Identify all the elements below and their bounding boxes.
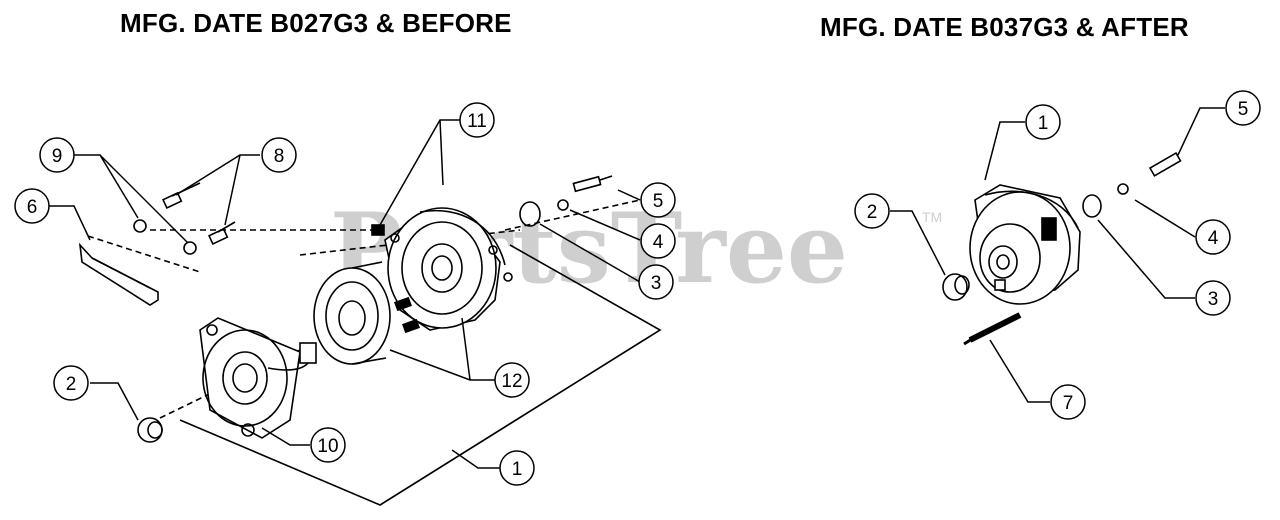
left-assembly [78, 175, 662, 506]
spring-part [371, 224, 385, 236]
assembly-bracket-line [179, 244, 662, 506]
callout-right-3: 3 [1208, 289, 1219, 310]
watermark-tm: TM [922, 209, 942, 225]
lock-washer-part [557, 199, 569, 211]
callout-6: 6 [27, 197, 38, 218]
washer-part [183, 241, 197, 255]
callout-10: 10 [317, 436, 338, 457]
washer-part [1082, 194, 1102, 218]
callout-11: 11 [467, 111, 487, 132]
field-coil-part [199, 317, 317, 439]
callout-3: 3 [651, 273, 662, 294]
callout-12: 12 [501, 371, 522, 392]
washer-part [133, 219, 147, 233]
bolt-part [1148, 151, 1182, 177]
callout-1: 1 [512, 459, 523, 480]
callout-right-2: 2 [867, 202, 878, 223]
spring-part [402, 318, 420, 334]
callout-8: 8 [274, 146, 285, 167]
spacer-part [137, 417, 163, 443]
spring-part [394, 296, 412, 312]
callout-4: 4 [653, 232, 664, 253]
callout-right-5: 5 [1238, 99, 1249, 120]
lock-washer-part [1117, 183, 1129, 195]
rotor-pulley-part [384, 207, 513, 331]
callouts [14, 90, 1261, 486]
callout-2: 2 [66, 374, 77, 395]
bolt-part [207, 221, 236, 245]
shaft-part [963, 312, 1022, 346]
washer-part [519, 201, 541, 227]
title-after: MFG. DATE B037G3 & AFTER [820, 12, 1189, 42]
title-before: MFG. DATE B027G3 & BEFORE [120, 8, 512, 38]
spacer-part [942, 273, 970, 301]
callout-5: 5 [653, 191, 664, 212]
callout-right-1: 1 [1038, 113, 1049, 134]
callout-right-4: 4 [1208, 228, 1219, 249]
callout-right-7: 7 [1063, 393, 1074, 414]
callout-9: 9 [52, 146, 63, 167]
bolt-part [161, 182, 201, 209]
clutch-part [969, 184, 1081, 305]
armature-part [313, 261, 391, 365]
bolt-part [572, 175, 613, 193]
callout-numbers: 11 9 8 6 5 4 3 2 12 10 1 1 5 2 4 3 7 [27, 99, 1249, 480]
right-assembly [942, 151, 1182, 346]
